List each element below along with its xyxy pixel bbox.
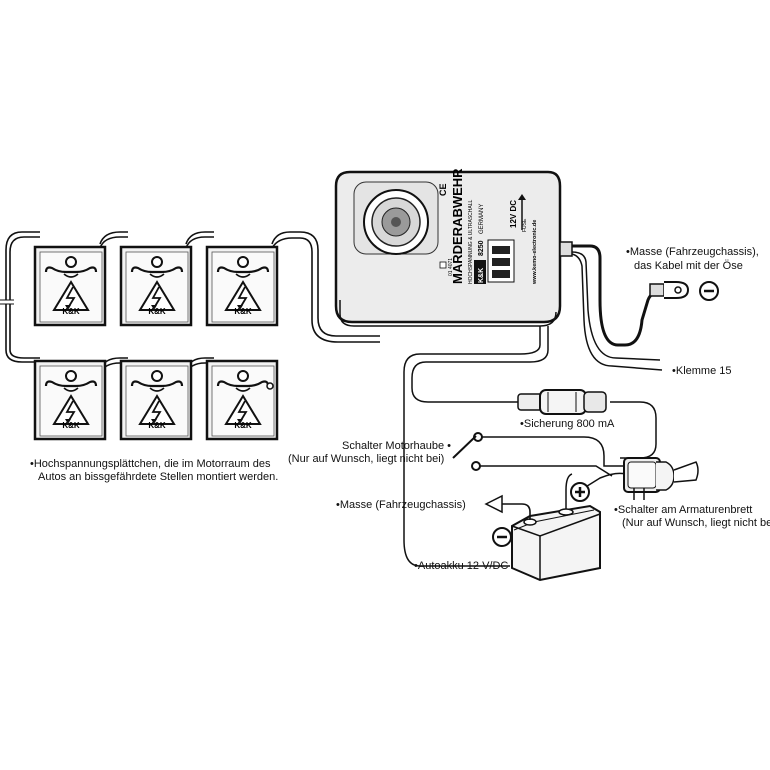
svg-text:K&K: K&K xyxy=(234,307,252,316)
dash-switch-label-line2: (Nur auf Wunsch, liegt nicht bei) xyxy=(622,517,770,529)
plate-6: K&K xyxy=(205,359,279,441)
hood-switch-label-line2: (Nur auf Wunsch, liegt nicht bei) xyxy=(288,453,445,465)
marten-repeller-device: MARDERABWEHR HOCHSPANNUNG & ULTRASCHALL … xyxy=(334,168,573,327)
plates-label-line1: Hochspannungsplättchen, die im Motorraum… xyxy=(30,458,271,471)
svg-text:K&K: K&K xyxy=(148,307,166,316)
battery-label: Autoakku 12 V/DC xyxy=(414,560,509,573)
svg-text:K&K: K&K xyxy=(62,421,80,430)
device-voltage: 12V DC xyxy=(509,200,518,228)
car-battery xyxy=(484,482,601,582)
hood-switch-label-line1: Schalter Motorhaube xyxy=(342,440,451,453)
device-subtitle: HOCHSPANNUNG & ULTRASCHALL xyxy=(468,200,474,284)
device-model: 8250 xyxy=(478,240,485,256)
ground-eyelet-label-line1: Masse (Fahrzeugchassis), xyxy=(626,246,759,259)
hood-switch xyxy=(452,432,483,471)
device-brand: K&K xyxy=(478,268,485,283)
dashboard-toggle-switch xyxy=(623,457,699,500)
svg-text:K&K: K&K xyxy=(148,421,166,430)
plate-2: K&K xyxy=(119,245,193,327)
plate-1: K&K xyxy=(33,245,107,327)
svg-text:K&K: K&K xyxy=(62,307,80,316)
device-website: www.kemo-electronic.de xyxy=(532,220,538,285)
plates-label-line2: Autos an bissgefährdete Stellen montiert… xyxy=(38,471,279,483)
fuse-label: FUSE xyxy=(522,218,528,232)
ground-eyelet-terminal xyxy=(649,281,719,301)
plate-5: K&K xyxy=(119,359,193,441)
ground-eyelet-label-line2: das Kabel mit der Öse xyxy=(634,260,743,272)
fuse-holder xyxy=(517,389,607,415)
device-code: 01 4071 xyxy=(448,258,454,276)
plate-4: K&K xyxy=(33,359,107,441)
ground-label: Masse (Fahrzeugchassis) xyxy=(336,499,466,512)
dash-switch-label-line1: Schalter am Armaturenbrett xyxy=(614,504,753,517)
svg-text:K&K: K&K xyxy=(234,421,252,430)
ce-mark: CE xyxy=(438,183,448,196)
plate-3: K&K xyxy=(205,245,279,327)
device-title: MARDERABWEHR xyxy=(450,168,465,284)
fuse-label-text: Sicherung 800 mA xyxy=(520,418,615,431)
terminal-label: Klemme 15 xyxy=(672,365,732,378)
device-origin: GERMANY xyxy=(479,204,485,234)
